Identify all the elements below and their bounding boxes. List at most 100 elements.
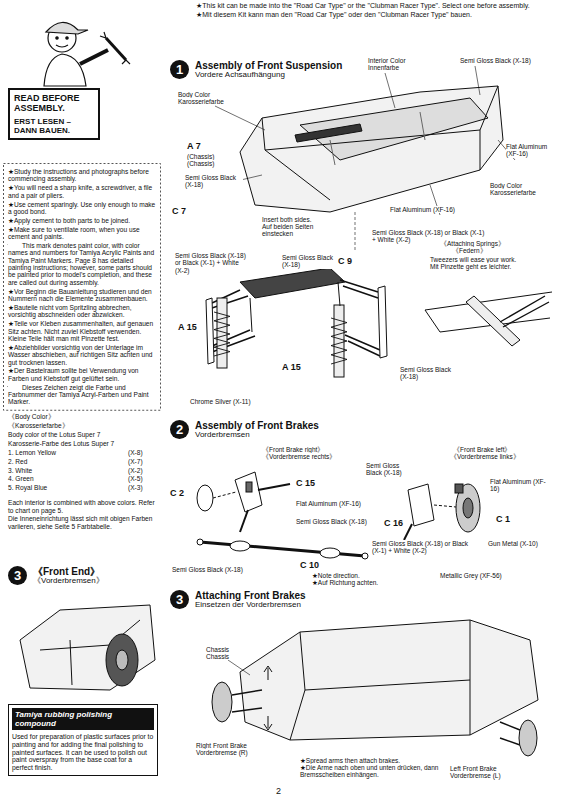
note-text: Innenfarbe bbox=[368, 64, 399, 71]
note-text: Dieses Zeichen zeigt die Farbe und Farbn… bbox=[8, 384, 158, 406]
note-text: Die Inneneinrichtung lässt sich mit obig… bbox=[8, 515, 158, 530]
note-text: Semi Gloss Black (X-18) bbox=[172, 566, 243, 573]
body-text: Used for preparation of plastic surfaces… bbox=[12, 733, 154, 772]
step-number: 3《Front End》《Vorderbremsen》 bbox=[8, 566, 104, 586]
body-text: Einsetzen der Vorderbremsen bbox=[195, 601, 306, 610]
chassis-body bbox=[330, 112, 425, 165]
note-text: ★Auf Richtung achten. bbox=[312, 579, 378, 586]
front-suspension bbox=[334, 305, 344, 377]
note-text: Semi Gloss Black (X-18) bbox=[460, 57, 531, 64]
note-text: Mit Pinzette geht es leichter. bbox=[430, 263, 511, 270]
front-suspension bbox=[212, 280, 378, 308]
spring-inset bbox=[500, 296, 549, 327]
front-brake-left bbox=[408, 484, 434, 526]
note-text: 2. Red bbox=[8, 458, 27, 465]
front-brake-right bbox=[240, 510, 248, 532]
body-text: 《Vorderbremsen》 bbox=[33, 577, 104, 586]
tie-rod bbox=[197, 539, 203, 545]
note-text: ★Die Arme nach oben und unten drücken, d… bbox=[300, 764, 445, 779]
step-number: 3 Attaching Front BrakesEinsetzen der Vor… bbox=[170, 590, 306, 610]
leader-line bbox=[215, 66, 515, 215]
note-text: ★Study the instructions and photographs … bbox=[8, 168, 158, 183]
note-text: ★Teile vor Kleben zusammenhalten, auf ge… bbox=[8, 320, 158, 342]
mechanic-cartoon bbox=[66, 37, 68, 39]
note-text: (Chassis) bbox=[187, 160, 214, 167]
note-text: 《Body Color》 bbox=[8, 413, 55, 420]
part-number: C 10 bbox=[300, 560, 319, 570]
note-text: ★Apply cement to both parts to be joined… bbox=[8, 217, 130, 224]
spring-inset bbox=[466, 296, 520, 346]
part-number: A 15 bbox=[178, 322, 197, 332]
body-text: 《Front End》 bbox=[33, 566, 104, 577]
tie-rod bbox=[197, 539, 368, 559]
coil-spring bbox=[214, 312, 230, 356]
chassis-front bbox=[228, 660, 250, 675]
mechanic-cartoon bbox=[56, 37, 58, 39]
front-brake-left bbox=[455, 484, 463, 493]
part-number: A 7 bbox=[187, 141, 201, 151]
note-text: Chrome Silver (X-11) bbox=[190, 398, 251, 405]
chassis-front bbox=[212, 682, 232, 722]
leader-line bbox=[215, 66, 515, 250]
part-number: C 9 bbox=[338, 256, 352, 266]
note-text: Semi Gloss Black (X-18) or Black (X-1) +… bbox=[175, 252, 247, 274]
note-text: Vorderbremse (R) bbox=[196, 749, 248, 756]
note-text: ★Bauteile nicht vom Spritzling abbrechen… bbox=[8, 304, 158, 319]
step-number: 1Assembly of Front SuspensionVordere Ach… bbox=[170, 60, 342, 80]
part-number: C 2 bbox=[170, 488, 184, 498]
front-brake-left bbox=[404, 524, 412, 540]
part-number: C 7 bbox=[172, 206, 186, 216]
front-suspension bbox=[212, 330, 380, 356]
leader-line bbox=[355, 212, 356, 250]
front-end-view bbox=[20, 605, 155, 690]
note-text: 《Karosseriefarbe》 bbox=[8, 422, 69, 429]
mechanic-cartoon bbox=[46, 22, 88, 34]
body-text: Vordere Achsaufhängung bbox=[195, 71, 342, 80]
note-text: ★Der Bastelraum sollte bei Verwendung vo… bbox=[8, 367, 158, 382]
mechanic-cartoon bbox=[44, 22, 130, 86]
front-end-view bbox=[40, 620, 140, 685]
heading-text: 1 bbox=[170, 60, 189, 79]
chassis-front bbox=[264, 666, 272, 730]
note-text: Flat Aluminum (XF-16) bbox=[490, 478, 550, 493]
heading-text: 2 bbox=[170, 420, 189, 439]
note-text: Body color of the Lotus Super 7 bbox=[8, 431, 100, 438]
chassis-front bbox=[500, 722, 520, 745]
note-text: 1. Lemon Yellow bbox=[8, 449, 56, 456]
step-number: 2Assembly of Front BrakesVorderbremsen bbox=[170, 420, 319, 440]
chassis-front bbox=[519, 720, 537, 756]
dashed-frame bbox=[4, 164, 161, 411]
note-text: ★Use cement sparingly. Use only enough t… bbox=[8, 201, 158, 216]
note-text: Each interior is combined with above col… bbox=[8, 499, 158, 514]
front-brake-right bbox=[197, 472, 290, 532]
front-suspension bbox=[206, 268, 387, 377]
chassis-body bbox=[262, 86, 498, 200]
front-suspension bbox=[250, 282, 340, 332]
front-suspension bbox=[240, 268, 345, 298]
note-text: ★Abziehbilder vorsichtig von der Unterla… bbox=[8, 344, 158, 366]
front-brake-right bbox=[197, 485, 213, 511]
note-text: Semi Gloss Black (X-18) bbox=[400, 366, 460, 381]
heading-text: 3 bbox=[170, 590, 189, 609]
note-text: (X-8) bbox=[128, 449, 143, 456]
mechanic-cartoon bbox=[80, 50, 108, 64]
note-text: 4. Green bbox=[8, 475, 34, 482]
chassis-front bbox=[240, 620, 538, 740]
front-brake-right bbox=[213, 492, 236, 498]
note-text: 3. White bbox=[8, 467, 32, 474]
mechanic-cartoon bbox=[100, 32, 130, 64]
body-text: Attaching Front Brakes bbox=[195, 590, 306, 601]
note-text: This mark denotes paint color, with colo… bbox=[8, 242, 158, 286]
front-brake-left bbox=[463, 498, 473, 518]
tie-rod bbox=[362, 553, 368, 559]
note-text: Auf beiden Seiten einstecken bbox=[262, 223, 334, 238]
note-text: Gun Metal (X-10) bbox=[488, 540, 538, 547]
front-suspension bbox=[206, 298, 214, 364]
note-text: Flat Aluminum (XF-16) bbox=[390, 206, 455, 213]
spring-inset bbox=[425, 292, 552, 346]
part-number: A 15 bbox=[282, 362, 301, 372]
front-end-view bbox=[20, 605, 155, 690]
front-brake-left bbox=[404, 484, 480, 540]
note-text: ★This kit can be made into the "Road Car… bbox=[196, 2, 530, 10]
note-text: 《Federn》 bbox=[452, 247, 487, 254]
